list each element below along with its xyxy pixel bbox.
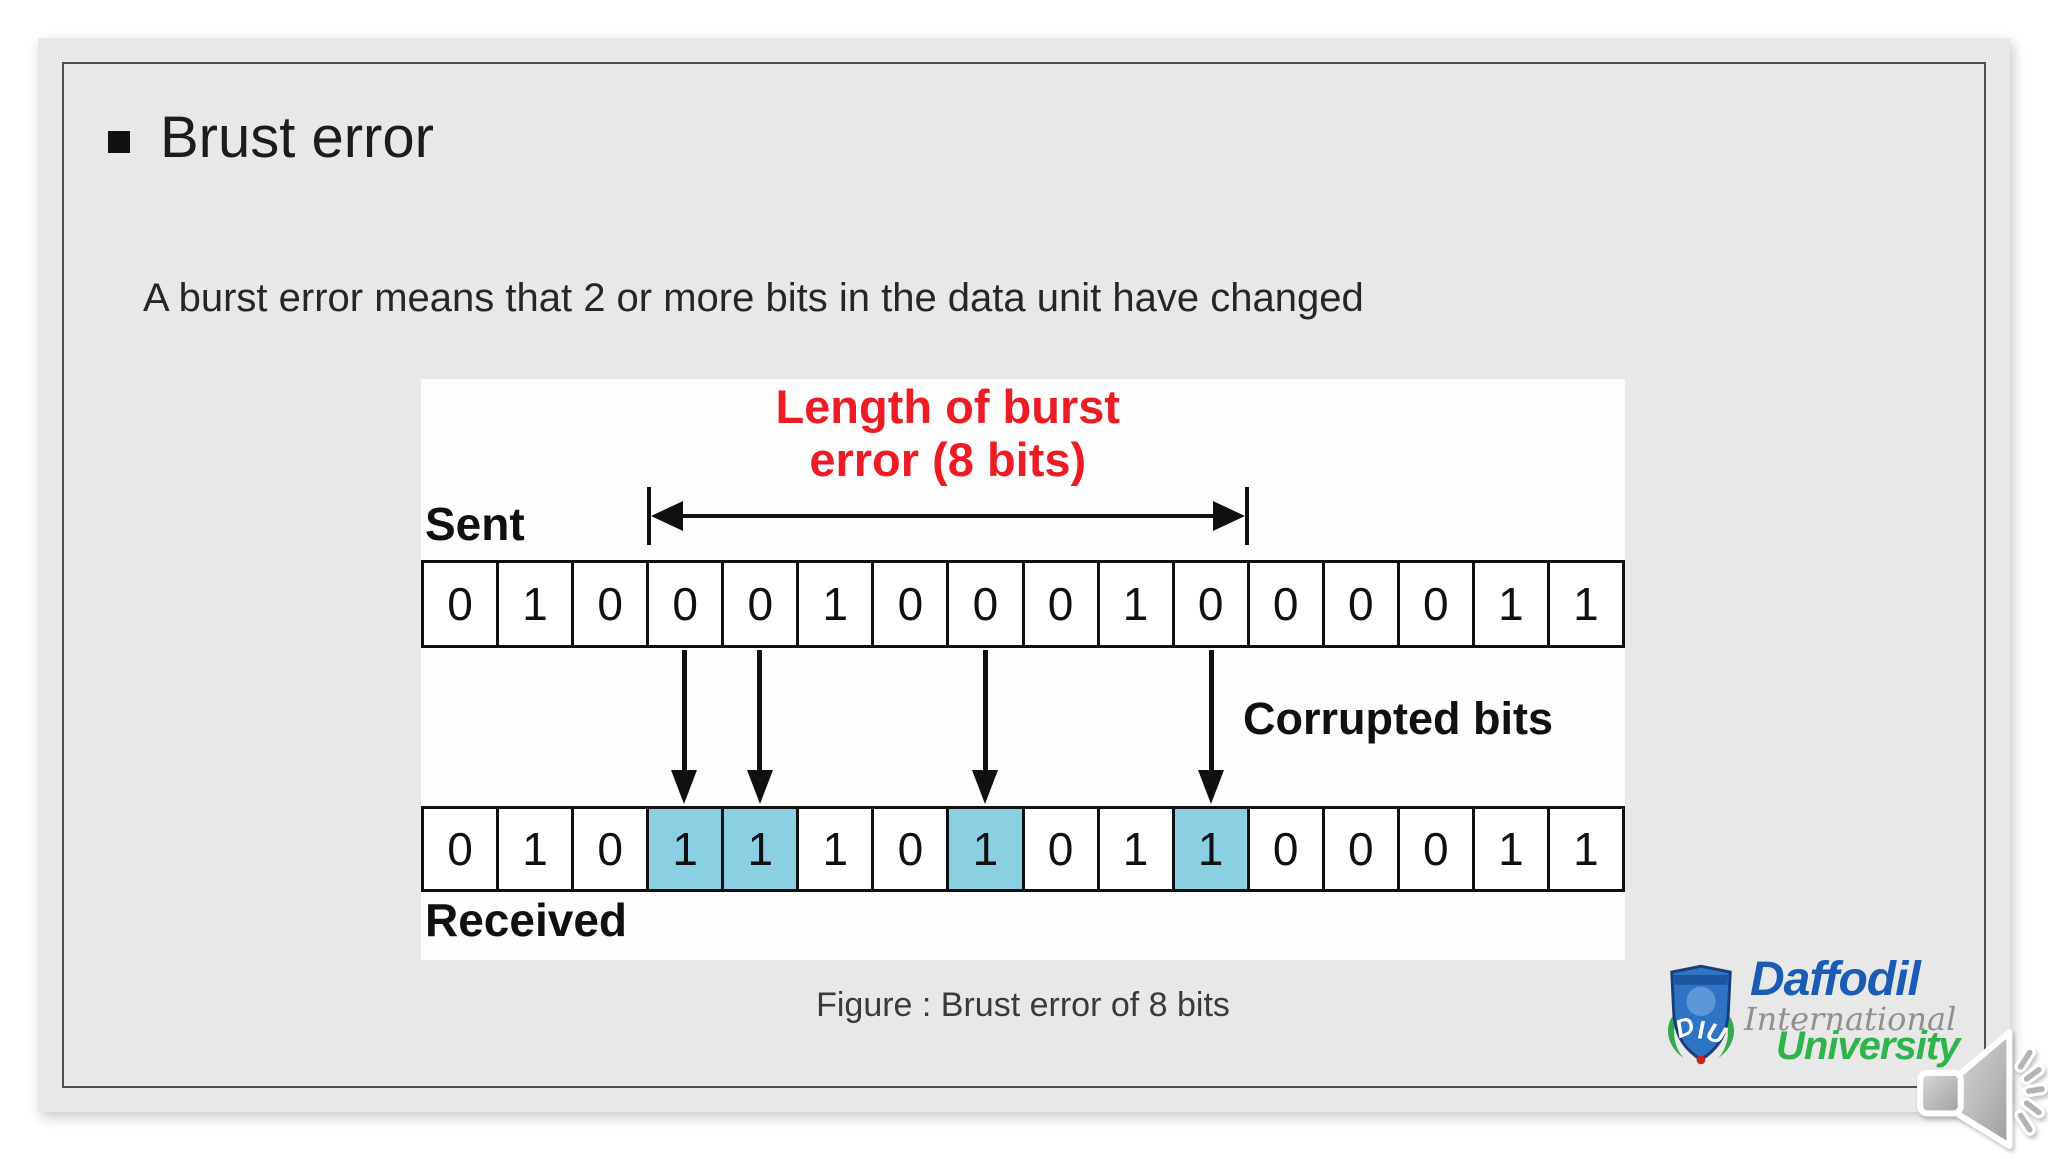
- laurel-right: [1718, 1011, 1735, 1058]
- burst-label-line1: Length of burst: [775, 380, 1121, 433]
- shield-dot: [1696, 1055, 1706, 1065]
- bit-cell: 0: [574, 563, 650, 645]
- figure-caption: Figure : Brust error of 8 bits: [816, 986, 1230, 1024]
- laurel-left: [1667, 1011, 1684, 1058]
- corruption-arrow: [671, 650, 698, 804]
- burst-span-arrow: [646, 487, 1249, 545]
- shield-band: [1673, 975, 1729, 985]
- bit-cell: 0: [1400, 809, 1475, 889]
- bit-cell: 1: [499, 563, 575, 645]
- bit-cell: 0: [1025, 809, 1100, 889]
- corruption-arrow: [1198, 650, 1225, 804]
- diu-shield-icon: DIU: [1667, 964, 1735, 1065]
- square-bullet-icon: [108, 130, 130, 153]
- logo-university-text: University: [1776, 1024, 1960, 1068]
- burst-right-tick: [1244, 487, 1249, 545]
- corruption-arrow: [746, 650, 773, 804]
- bit-cell: 0: [874, 809, 950, 889]
- bit-cell: 0: [1025, 563, 1100, 645]
- bit-cell: 1: [1100, 809, 1175, 889]
- burst-left-tick: [646, 487, 651, 545]
- bit-cell: 1: [1475, 809, 1550, 889]
- bit-cell: 0: [949, 563, 1025, 645]
- bit-cell: 0: [574, 809, 650, 889]
- bit-cell: 0: [1250, 563, 1325, 645]
- burst-arrowhead-right: [1212, 501, 1245, 531]
- bit-cell: 1: [1475, 563, 1550, 645]
- corruption-arrow: [972, 650, 999, 804]
- bit-cell: 1: [649, 809, 725, 889]
- burst-label-line2: error (8 bits): [809, 432, 1087, 486]
- bit-cell: 0: [424, 809, 500, 889]
- bit-cell: 0: [1325, 809, 1400, 889]
- bit-cell: 0: [424, 563, 500, 645]
- presentation-slide: Brust error A burst error means that 2 o…: [38, 38, 2010, 1112]
- title-row: Brust error: [108, 104, 434, 171]
- bit-cell: 1: [724, 809, 800, 889]
- logo-daffodil-text: Daffodil: [1750, 953, 1921, 1006]
- slide-title: Brust error: [160, 105, 434, 170]
- logo-international-text: International: [1744, 1000, 1957, 1038]
- bit-cell: 1: [1100, 563, 1175, 645]
- university-logo: DIU Daffodil International University: [1662, 953, 1992, 1088]
- burst-arrowhead-left: [650, 501, 683, 531]
- bit-cell: 1: [1573, 578, 1599, 630]
- bit-cell: 1: [949, 809, 1025, 889]
- down-arrows: [421, 648, 1625, 806]
- bit-cell: 0: [1250, 809, 1325, 889]
- bit-cell: 1: [499, 809, 575, 889]
- body-text: A burst error means that 2 or more bits …: [143, 276, 1364, 320]
- bit-cell: 1: [1573, 823, 1599, 875]
- bit-cell: 0: [1175, 563, 1250, 645]
- bit-cell: 0: [724, 563, 800, 645]
- bit-cell: 0: [874, 563, 950, 645]
- bit-cell: 0: [649, 563, 725, 645]
- corrupted-bits-label: Corrupted bits: [1243, 693, 1553, 744]
- speaker-icon[interactable]: [1912, 1018, 2048, 1154]
- slide-frame-border: [62, 62, 1986, 1088]
- bit-cell: 0: [1325, 563, 1400, 645]
- sent-label: Sent: [425, 498, 525, 550]
- burst-arrow-line: [654, 514, 1241, 518]
- shield-emblem: [1686, 986, 1716, 1016]
- received-label: Received: [425, 894, 628, 946]
- bit-cell: 1: [1174, 809, 1250, 889]
- bit-cell: 0: [1400, 563, 1475, 645]
- bit-cell: 1: [799, 563, 875, 645]
- burst-length-label: Length of burst error (8 bits): [647, 380, 1249, 486]
- bit-cell: 1: [799, 809, 875, 889]
